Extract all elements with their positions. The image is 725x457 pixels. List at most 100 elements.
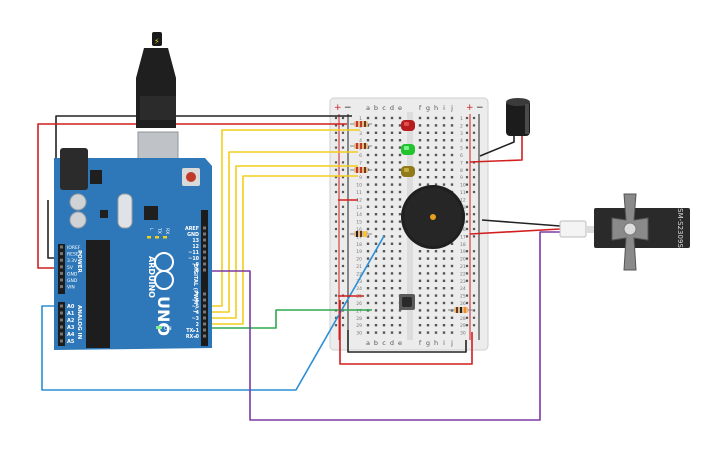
breadboard-components [350, 120, 474, 313]
wire-yellow-4[interactable] [208, 175, 358, 325]
wire-yellow-2[interactable] [208, 151, 358, 313]
header-pin[interactable] [60, 245, 63, 249]
breadboard-hole [398, 242, 402, 245]
rail-hole [334, 264, 338, 268]
header-pin[interactable] [203, 328, 206, 332]
breadboard-hole [366, 287, 370, 290]
header-pin[interactable] [203, 268, 206, 272]
header-pin[interactable] [203, 238, 206, 242]
rail-hole [334, 131, 338, 134]
rail-hole [465, 235, 469, 238]
wire-blue[interactable] [41, 235, 385, 391]
wire-servo-black[interactable] [481, 219, 561, 227]
resistor-2[interactable] [350, 143, 372, 149]
breadboard-hole [374, 139, 378, 142]
arduino-uno[interactable]: ⚡ ARDUINO UNO ON [54, 32, 212, 350]
wire-red-bottom[interactable] [339, 300, 473, 365]
breadboard-hole [418, 161, 422, 164]
header-pin[interactable] [203, 304, 206, 308]
board-capacitor-1 [69, 193, 87, 211]
rail-hole [341, 124, 345, 127]
rail-hole [472, 116, 476, 120]
header-pin[interactable] [203, 334, 206, 338]
breadboard-hole [382, 272, 386, 275]
wire-yellow-3[interactable] [208, 165, 358, 319]
servo-motor[interactable]: SM-S2309S [559, 193, 690, 271]
breadboard-hole [426, 309, 430, 312]
electrolytic-capacitor[interactable] [506, 98, 530, 136]
breadboard-hole [434, 316, 438, 319]
header-pin[interactable] [60, 258, 63, 262]
breadboard-hole [382, 279, 386, 282]
header-pin[interactable] [60, 318, 63, 322]
header-pin[interactable] [203, 310, 206, 314]
digital-pin-label: RX◂0 [186, 334, 200, 340]
breadboard-hole [382, 205, 386, 208]
header-pin[interactable] [60, 311, 63, 315]
wire-green[interactable] [208, 309, 372, 329]
header-pin[interactable] [203, 232, 206, 236]
header-pin[interactable] [60, 285, 63, 289]
wire-black-bottom[interactable] [347, 330, 467, 353]
breadboard-hole [442, 176, 446, 179]
header-pin[interactable] [203, 292, 206, 296]
header-pin[interactable] [203, 316, 206, 320]
rail-hole [465, 139, 469, 142]
header-pin[interactable] [60, 339, 63, 343]
piezo-buzzer[interactable] [401, 185, 465, 249]
resistor-3[interactable] [350, 167, 372, 173]
header-pin[interactable] [60, 332, 63, 336]
header-pin[interactable] [203, 250, 206, 254]
breadboard-hole [382, 287, 386, 290]
led-green[interactable] [401, 144, 415, 155]
rail-hole [472, 264, 476, 268]
wire-red-5v[interactable] [37, 123, 347, 269]
wire-capacitor-red[interactable] [469, 132, 523, 163]
breadboard-hole [442, 272, 446, 275]
wire-purple[interactable] [208, 231, 560, 421]
resistor-5[interactable] [448, 307, 474, 313]
breadboard-hole [366, 161, 370, 164]
rail-hole [465, 250, 469, 253]
header-pin[interactable] [203, 226, 206, 230]
row-number: 10 [460, 183, 466, 189]
breadboard-hole [390, 161, 394, 164]
breadboard-hole [374, 264, 378, 268]
power-header [58, 244, 65, 294]
resistor-4[interactable] [350, 231, 372, 237]
header-pin[interactable] [203, 322, 206, 326]
breadboard-hole [434, 131, 438, 134]
column-letter: i [443, 104, 445, 112]
column-letter: f [419, 339, 422, 347]
breadboard-hole [434, 168, 438, 171]
row-number: 28 [356, 316, 362, 322]
breadboard-hole [418, 294, 422, 297]
analog-pin-label: A5 [67, 339, 75, 345]
header-pin[interactable] [203, 262, 206, 266]
header-pin[interactable] [203, 298, 206, 302]
header-pin[interactable] [203, 244, 206, 248]
breadboard-hole [398, 235, 402, 238]
header-pin[interactable] [60, 304, 63, 308]
header-pin[interactable] [60, 265, 63, 269]
header-pin[interactable] [60, 325, 63, 329]
row-number: 2 [460, 123, 463, 129]
breadboard-hole [374, 116, 378, 120]
header-pin[interactable] [203, 256, 206, 260]
resistor-1[interactable] [350, 121, 372, 127]
reset-button[interactable] [186, 172, 196, 182]
wire-servo-red[interactable] [469, 228, 561, 235]
header-pin[interactable] [60, 278, 63, 282]
led-yellow[interactable] [401, 166, 415, 177]
header-pin[interactable] [60, 252, 63, 256]
breadboard-hole [390, 250, 394, 253]
breadboard-hole [442, 264, 446, 268]
breadboard-hole [398, 176, 402, 179]
breadboard-hole [366, 213, 370, 216]
breadboard-hole [434, 250, 438, 253]
breadboard-hole [382, 294, 386, 297]
header-pin[interactable] [60, 271, 63, 275]
led-red[interactable] [401, 120, 415, 131]
wire-yellow-1[interactable] [208, 129, 360, 307]
pushbutton[interactable] [399, 294, 415, 310]
